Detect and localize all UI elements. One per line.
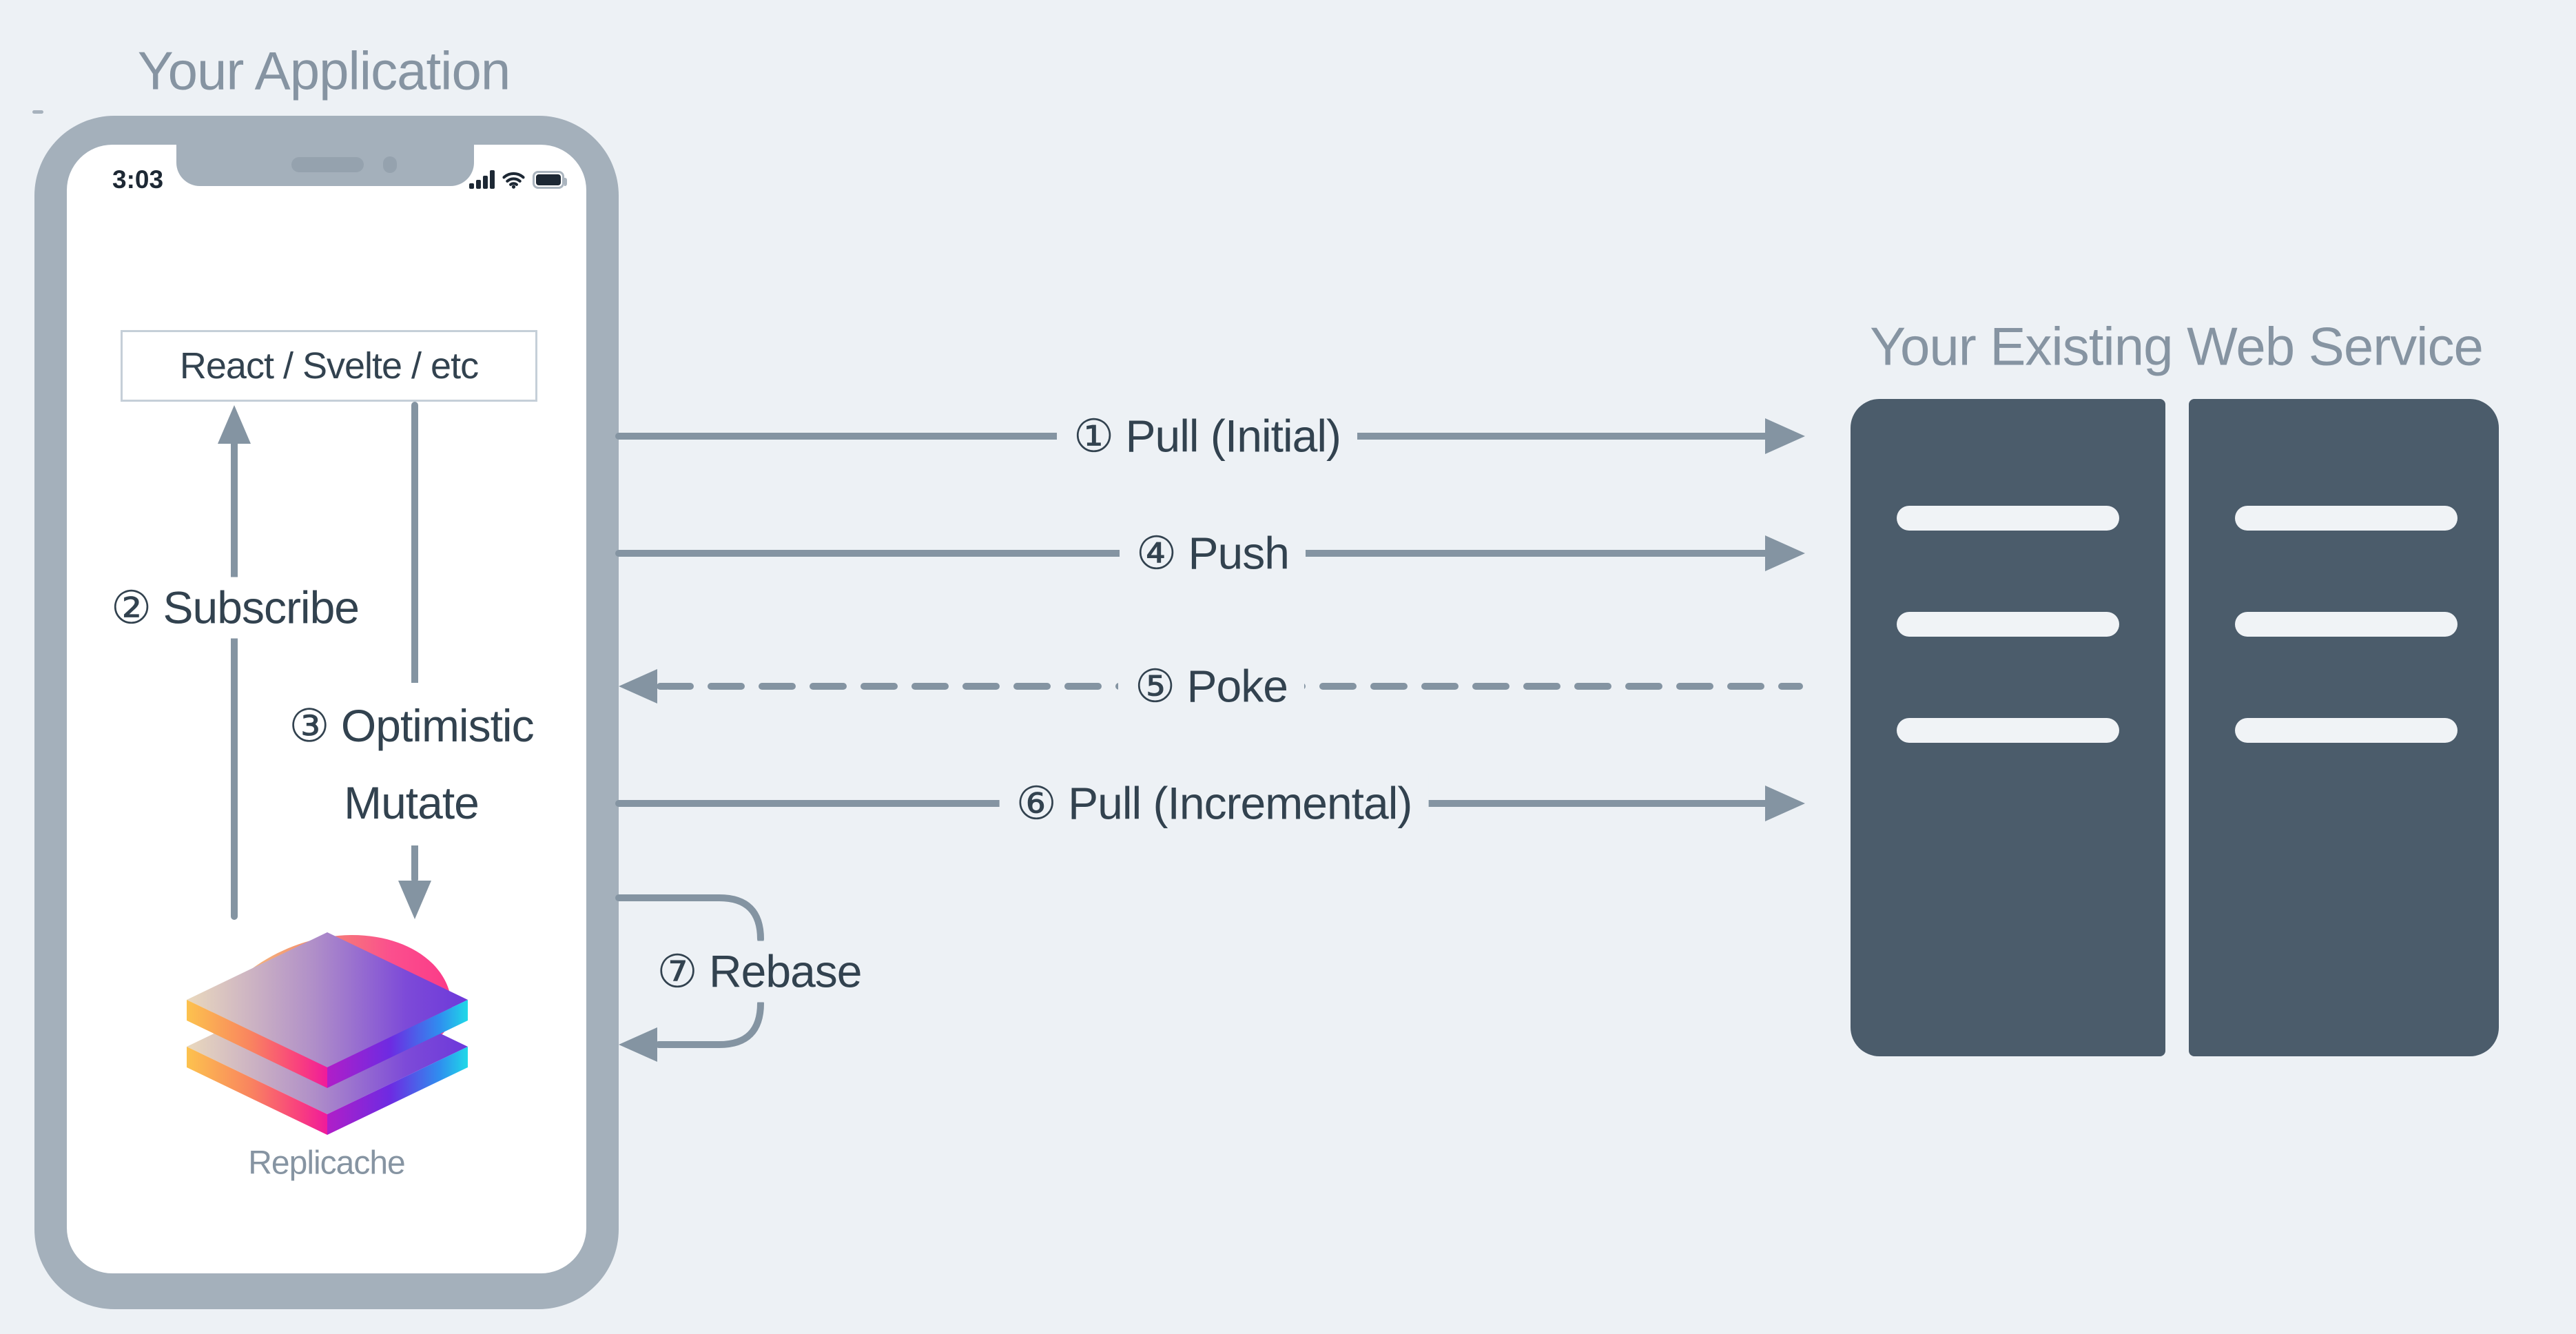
- subscribe-label: ② Subscribe: [100, 577, 370, 639]
- cellular-signal-icon: [469, 170, 495, 189]
- pull-incremental-arrowhead: [1765, 786, 1805, 821]
- stray-dash: [32, 110, 43, 114]
- replicache-logo: [187, 932, 468, 1135]
- server-slot: [2235, 506, 2457, 531]
- logo-top-plate: [187, 932, 468, 1088]
- rebase-arrowhead: [619, 1027, 657, 1062]
- logo-caption: Replicache: [248, 1145, 405, 1182]
- battery-icon: [533, 171, 567, 189]
- phone-notch: [176, 116, 474, 186]
- push-arrowhead: [1765, 535, 1805, 571]
- rebase-label: ⑦ Rebase: [640, 941, 878, 1003]
- server-tower-right: [2189, 399, 2499, 1056]
- optimistic-mutate-label-line1: ③ Optimistic: [289, 700, 534, 751]
- speaker-icon: [291, 157, 364, 172]
- pull-initial-arrowhead: [1765, 418, 1805, 454]
- server-slot: [1897, 718, 2119, 743]
- server-slot: [2235, 612, 2457, 637]
- server-slot: [1897, 506, 2119, 531]
- push-label: ④ Push: [1120, 522, 1306, 584]
- poke-arrowhead: [619, 669, 657, 704]
- status-bar-icons: [469, 168, 567, 189]
- server-slot: [2235, 718, 2457, 743]
- camera-icon: [383, 156, 397, 173]
- rebase-loop-bottom: [655, 1000, 764, 1048]
- your-application-title: Your Application: [137, 40, 511, 101]
- framework-box-label: React / Svelte / etc: [179, 345, 479, 387]
- web-service-title: Your Existing Web Service: [1870, 316, 2484, 377]
- optimistic-mutate-label: ③ Optimistic Mutate: [278, 683, 545, 845]
- server-slot: [1897, 612, 2119, 637]
- framework-box: React / Svelte / etc: [121, 330, 537, 402]
- poke-label: ⑤ Poke: [1118, 655, 1304, 717]
- optimistic-mutate-label-line2: Mutate: [344, 777, 480, 828]
- subscribe-arrowhead: [218, 405, 251, 444]
- wifi-icon: [502, 172, 525, 189]
- pull-incremental-label: ⑥ Pull (Incremental): [999, 772, 1429, 834]
- rebase-loop-top: [615, 894, 764, 943]
- status-bar-time: 3:03: [112, 165, 164, 194]
- mutate-arrowhead: [398, 881, 431, 919]
- pull-initial-label: ① Pull (Initial): [1057, 405, 1357, 467]
- server-tower-left: [1851, 399, 2165, 1056]
